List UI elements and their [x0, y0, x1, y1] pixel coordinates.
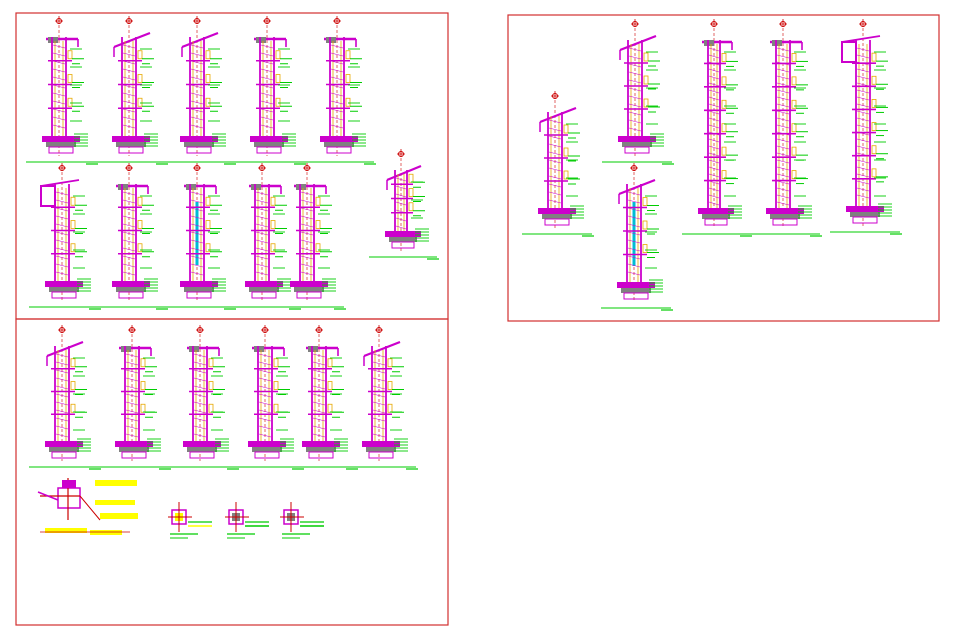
detail-c-1: [37, 478, 138, 535]
section-a-11: [369, 149, 439, 260]
wall-sections-layer: [26, 16, 902, 470]
section-b-5: [750, 19, 822, 237]
section-a-3: [164, 16, 236, 165]
section-a-9: [229, 163, 301, 310]
section-c-3: [167, 325, 239, 470]
detail-c-2: [168, 502, 212, 539]
section-a-8: [164, 163, 236, 310]
section-c-5: [286, 325, 358, 470]
section-b-6: [830, 19, 902, 235]
section-b-1: [522, 91, 594, 237]
section-b-2: [602, 19, 674, 165]
frame-sheet-b: [507, 14, 940, 322]
detail-c-3: [225, 502, 269, 539]
section-a-4: [234, 16, 306, 165]
section-a-5: [304, 16, 376, 165]
section-c-1: [29, 325, 101, 470]
detail-c-4: [280, 502, 324, 539]
section-b-3: [601, 163, 673, 311]
section-a-6: [29, 163, 101, 310]
section-b-4: [682, 19, 752, 237]
frame-sheet-c: [15, 318, 449, 626]
section-c-6: [346, 325, 418, 470]
section-a-2: [96, 16, 168, 165]
section-a-1: [26, 16, 98, 165]
section-a-10: [274, 163, 346, 310]
section-a-7: [96, 163, 168, 310]
section-c-2: [99, 325, 171, 470]
detail-drawings-layer: [37, 478, 324, 539]
